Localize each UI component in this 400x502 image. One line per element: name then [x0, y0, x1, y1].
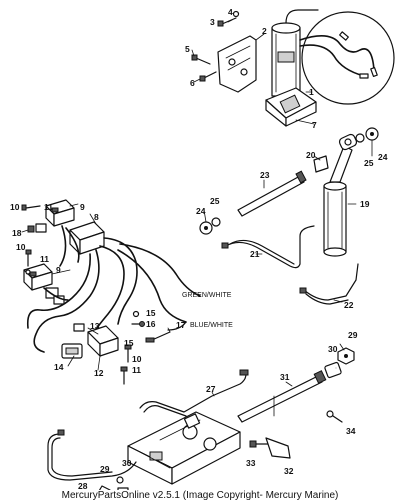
- callout-15b: 15: [124, 338, 134, 348]
- callout-27: 27: [206, 384, 216, 394]
- pump-motor-assembly: [191, 9, 395, 127]
- callout-24b: 24: [196, 206, 206, 216]
- callout-25a: 25: [364, 158, 374, 168]
- callout-9a: 9: [80, 202, 85, 212]
- callout-11a: 11: [44, 202, 53, 212]
- callout-13: 13: [90, 321, 100, 331]
- callout-10a: 10: [10, 202, 20, 212]
- callout-24a: 24: [378, 152, 388, 162]
- callout-22: 22: [344, 300, 354, 310]
- callout-14: 14: [54, 362, 64, 372]
- callout-11b: 11: [40, 254, 49, 264]
- callout-17: 17: [176, 320, 186, 330]
- callout-20: 20: [306, 150, 316, 160]
- wire-label-blue-white: BLUE/WHITE: [190, 322, 233, 329]
- callout-32: 32: [284, 466, 294, 476]
- callout-19: 19: [360, 199, 370, 209]
- callout-6: 6: [190, 78, 195, 88]
- callout-8: 8: [94, 212, 99, 222]
- callout-29a: 29: [348, 330, 358, 340]
- relay-harness-assembly: [21, 199, 201, 385]
- callout-7: 7: [312, 120, 317, 130]
- leader-lines: [21, 19, 373, 417]
- callout-28: 28: [78, 481, 88, 491]
- callout-23: 23: [260, 170, 270, 180]
- wire-label-green-white: GREEN/WHITE: [182, 292, 232, 299]
- callout-4: 4: [228, 7, 233, 17]
- callout-5: 5: [185, 44, 190, 54]
- callout-12: 12: [94, 368, 104, 378]
- callout-33: 33: [246, 458, 256, 468]
- callout-9b: 9: [56, 265, 61, 275]
- callout-10c: 10: [132, 354, 142, 364]
- callout-21: 21: [250, 249, 260, 259]
- callout-2: 2: [262, 26, 267, 36]
- callout-11c: 11: [132, 365, 141, 375]
- callout-30a: 30: [328, 344, 338, 354]
- callout-15a: 15: [146, 308, 156, 318]
- callout-30b: 30: [122, 458, 132, 468]
- callout-1: 1: [309, 87, 314, 97]
- callout-34: 34: [346, 426, 356, 436]
- trim-cylinder-assembly: [199, 127, 379, 305]
- copyright-footer: MercuryPartsOnline v2.5.1 (Image Copyrig…: [0, 490, 400, 502]
- callout-18: 18: [12, 228, 22, 238]
- callout-10b: 10: [16, 242, 26, 252]
- callout-31: 31: [280, 372, 290, 382]
- callout-29b: 29: [100, 464, 110, 474]
- callout-16: 16: [146, 319, 156, 329]
- callout-3: 3: [210, 17, 215, 27]
- callout-25b: 25: [210, 196, 220, 206]
